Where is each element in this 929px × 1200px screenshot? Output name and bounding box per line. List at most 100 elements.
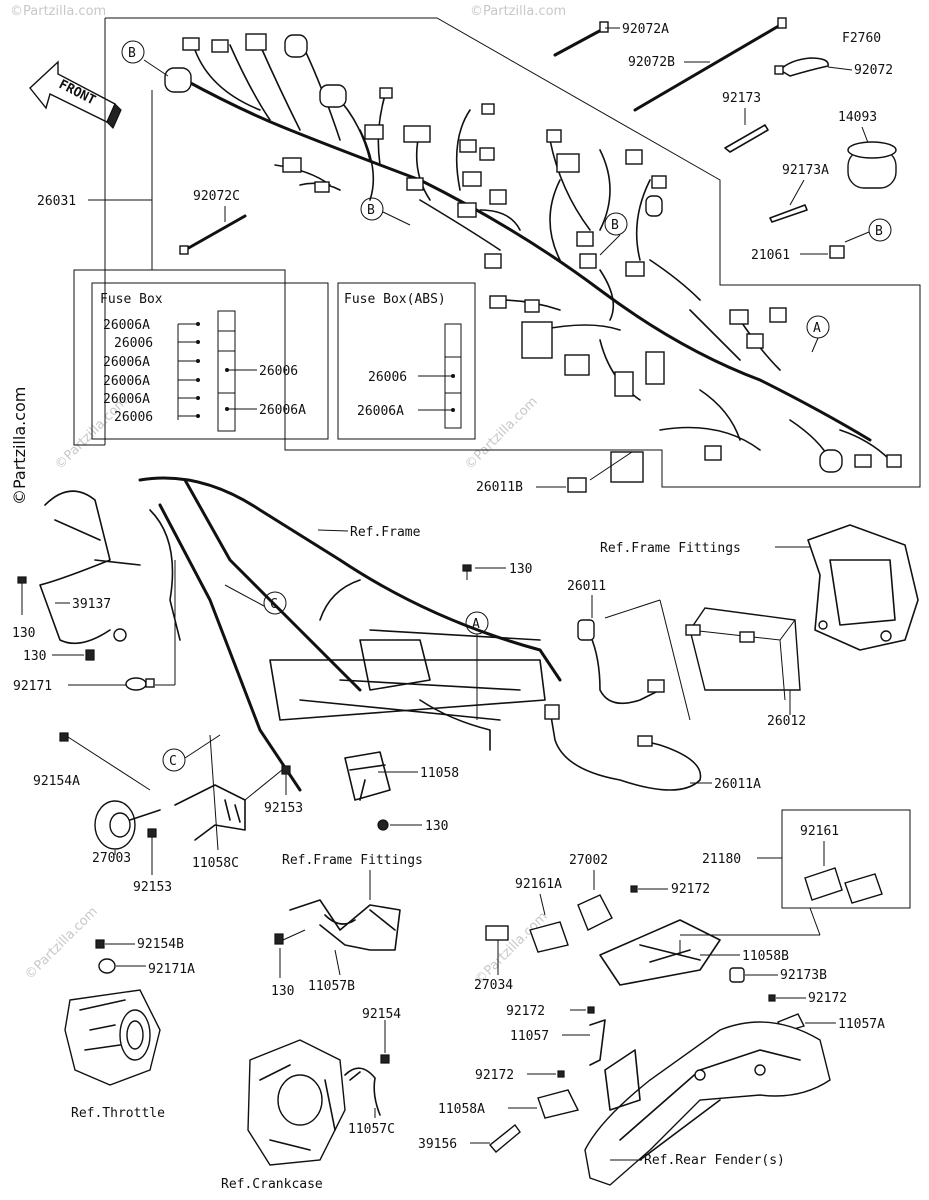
part-130-e: 130 — [271, 984, 294, 999]
part-92161: 92161 — [800, 824, 839, 839]
bracket-11058-icon — [344, 751, 391, 801]
bracket-11057-icon — [589, 1019, 606, 1066]
svg-text:C: C — [169, 754, 177, 769]
frame-illustration — [138, 476, 562, 792]
bracket-39137-icon — [39, 490, 141, 645]
part-92173B: 92173B — [780, 968, 827, 983]
part-92153-b: 92153 — [133, 880, 172, 895]
part-92153-a: 92153 — [264, 801, 303, 816]
horn-27003-icon — [94, 800, 161, 850]
part-11058A: 11058A — [438, 1102, 485, 1117]
part-92072: 92072 — [854, 63, 893, 78]
part-27034: 27034 — [474, 978, 513, 993]
part-21180: 21180 — [702, 852, 741, 867]
part-11057A: 11057A — [838, 1017, 885, 1032]
cap-21061-icon — [829, 245, 845, 259]
callout-b-1: B — [121, 40, 145, 64]
screw-92172-a-icon — [630, 885, 638, 893]
ref-frame: Ref.Frame — [350, 525, 421, 540]
part-27003: 27003 — [92, 851, 131, 866]
bolt-92153-a-icon — [281, 765, 291, 775]
part-92072A: 92072A — [622, 22, 669, 37]
fuse-box-title: Fuse Box — [100, 292, 163, 307]
svg-text:A: A — [472, 617, 480, 632]
fuse-row-3: 26006A — [103, 355, 200, 370]
relay-92161-icon — [804, 867, 883, 904]
part-26011A: 26011A — [714, 777, 761, 792]
svg-text:B: B — [128, 46, 136, 61]
callout-b-3: B — [604, 212, 628, 236]
part-26011: 26011 — [567, 579, 606, 594]
part-130-d: 130 — [425, 819, 448, 834]
pad-39156-icon — [488, 1123, 521, 1153]
bolt-92154a-icon — [59, 732, 69, 742]
callout-c-2: C — [162, 748, 186, 772]
clamp-11057c-icon — [344, 1067, 381, 1116]
front-arrow-icon: FRONT — [29, 60, 122, 130]
cable-tie-92072a-icon — [553, 21, 609, 57]
svg-text:B: B — [875, 224, 883, 239]
part-26011B: 26011B — [476, 480, 523, 495]
part-26012: 26012 — [767, 714, 806, 729]
screw-92172-c-icon — [587, 1006, 595, 1014]
frame-fittings-bracket-2-icon — [289, 899, 401, 951]
part-21061: 21061 — [751, 248, 790, 263]
part-11057C: 11057C — [348, 1122, 395, 1137]
connector-27034-icon — [485, 925, 509, 941]
diagram-id: F2760 — [842, 31, 881, 46]
svg-text:26006A: 26006A — [103, 374, 150, 389]
fuse-row-1: 26006A — [103, 318, 200, 333]
bracket-11058c-icon — [174, 784, 246, 841]
band-92072-icon — [774, 57, 829, 77]
bolt-130-e-icon — [274, 933, 284, 945]
part-130-c: 130 — [509, 562, 532, 577]
fuse-box-panel: Fuse Box 26006A 26006 26006A 26006A 2600… — [91, 282, 329, 440]
bolt-92154b-icon — [95, 939, 105, 949]
svg-text:B: B — [367, 203, 375, 218]
battery-cable-26011-icon — [577, 619, 665, 705]
fuse-box-right-label-1: 26006 — [259, 364, 298, 379]
connector-26011b-icon — [567, 477, 587, 493]
fuse-row-6: 26006 — [114, 410, 200, 425]
part-92173A: 92173A — [782, 163, 829, 178]
watermark-top-left: ©Partzilla.com — [10, 4, 106, 19]
clamp-92173a-icon — [769, 204, 808, 223]
bolt-130-b-icon — [85, 649, 95, 661]
bolt-130-c-icon — [462, 564, 472, 580]
callout-b-2: B — [360, 197, 384, 221]
part-92172-c: 92172 — [506, 1004, 545, 1019]
svg-text:26006A: 26006A — [103, 392, 150, 407]
clamp-92173-icon — [724, 124, 769, 153]
bolt-130-a-icon — [17, 576, 27, 615]
clamp-92171-icon — [125, 677, 155, 691]
svg-text:26006A: 26006A — [103, 355, 150, 370]
harness-region-outline — [73, 17, 921, 488]
callout-b-4: B — [868, 218, 892, 242]
rear-fender-icon — [584, 1021, 831, 1186]
part-92161A: 92161A — [515, 877, 562, 892]
part-39156: 39156 — [418, 1137, 457, 1152]
nut-130-d-icon — [377, 819, 389, 831]
part-11057: 11057 — [510, 1029, 549, 1044]
part-92072C: 92072C — [193, 189, 240, 204]
ref-frame-fittings-1: Ref.Frame Fittings — [600, 541, 741, 556]
bolt-92154-icon — [380, 1054, 390, 1064]
fuse-row-5: 26006A — [103, 392, 200, 407]
part-11058B: 11058B — [742, 949, 789, 964]
svg-text:26006: 26006 — [114, 336, 153, 351]
svg-text:A: A — [813, 321, 821, 336]
part-27002: 27002 — [569, 853, 608, 868]
svg-text:B: B — [611, 218, 619, 233]
part-14093: 14093 — [838, 110, 877, 125]
part-92171: 92171 — [13, 679, 52, 694]
watermark-mid-center: ©Partzilla.com — [462, 394, 541, 473]
part-39137: 39137 — [72, 597, 111, 612]
part-92172-b: 92172 — [808, 991, 847, 1006]
part-92172-d: 92172 — [475, 1068, 514, 1083]
cable-tie-92072c-icon — [179, 214, 247, 255]
clip-92173b-icon — [729, 967, 745, 983]
fuse-row-4: 26006A — [103, 374, 200, 389]
ref-rear-fender: Ref.Rear Fender(s) — [644, 1153, 785, 1168]
grommet-14093-icon — [847, 141, 897, 189]
